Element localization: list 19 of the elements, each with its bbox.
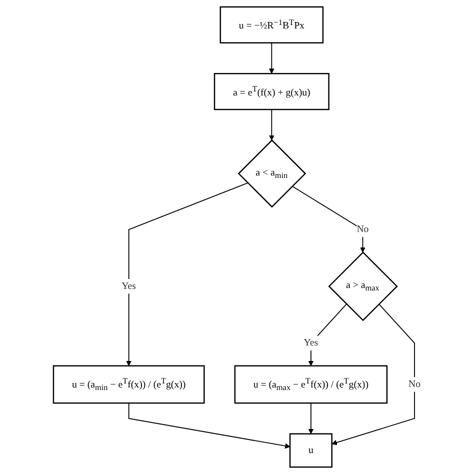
node-box: u = (a$_{max}$ − e$^{T}$f(x)) / (e$^{T}$g(x)) <box>234 365 388 404</box>
arrow <box>268 109 274 141</box>
edge-label: No <box>356 224 369 235</box>
arrow <box>268 42 274 74</box>
arrow <box>332 304 415 446</box>
node-box: u = −½R$^{−1}$B$^{T}$Px <box>220 6 324 44</box>
node-box: u = (a$_{min}$ − e$^{T}$f(x)) / (e$^{T}$g(x)) <box>52 365 205 404</box>
edge-label: No <box>408 378 421 390</box>
arrow <box>308 304 347 366</box>
node-box: u <box>289 433 332 468</box>
node-diamond: a < a$_{min}$ <box>238 139 306 208</box>
arrow <box>128 402 290 449</box>
node-box: a = e$^{T}$(f(x) + g(x)u) <box>214 72 330 110</box>
node-diamond: a > a$_{max}$ <box>328 252 398 322</box>
arrow <box>126 182 248 366</box>
edge-label: Yes <box>122 280 136 292</box>
arrow <box>292 186 366 253</box>
arrow <box>308 402 314 434</box>
edge-label: Yes <box>304 338 318 348</box>
